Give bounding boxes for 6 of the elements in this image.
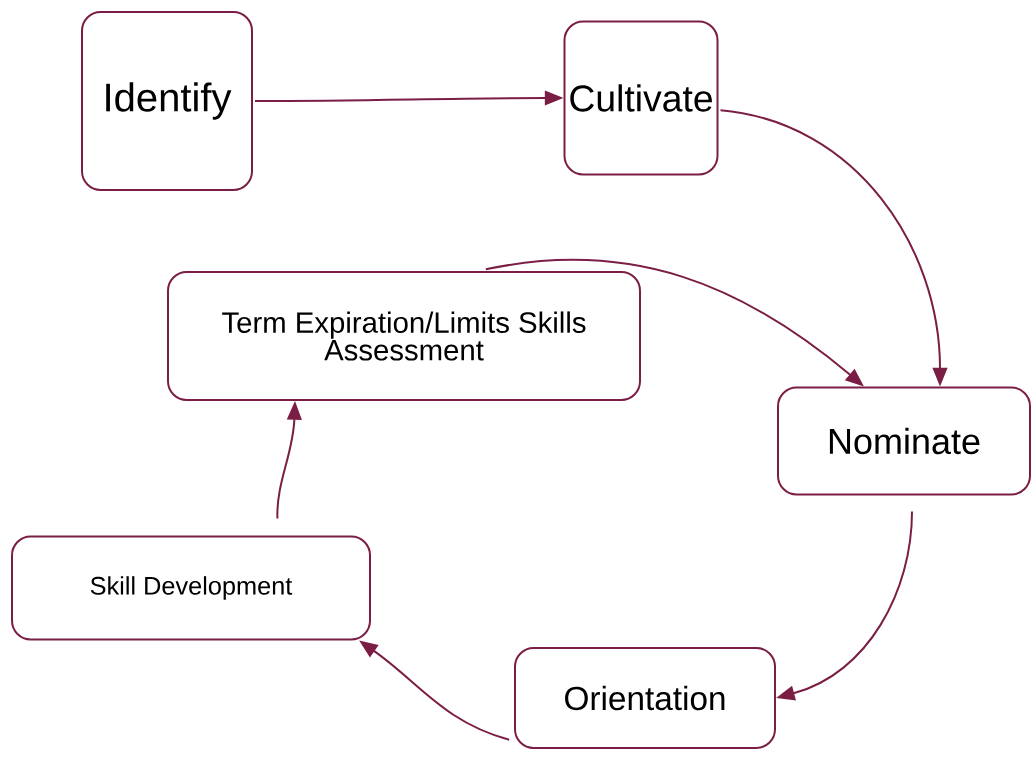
process-box: Skill Development (11, 535, 371, 641)
process-box: Identify (81, 11, 253, 191)
process-box: Cultivate (563, 20, 719, 176)
process-box: Term Expiration/Limits Skills Assessment (167, 271, 641, 401)
process-box: Orientation (514, 647, 776, 749)
process-box: Nominate (777, 386, 1031, 496)
